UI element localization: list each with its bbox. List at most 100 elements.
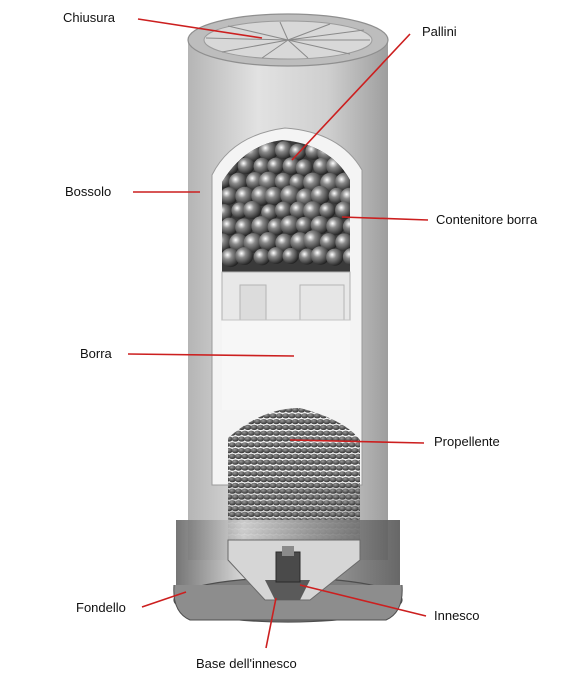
shot-pellet [238, 158, 255, 175]
powder-grain [292, 454, 299, 459]
powder-grain [320, 483, 327, 488]
powder-grain [232, 483, 239, 488]
powder-grain [229, 489, 236, 494]
powder-grain [273, 465, 280, 470]
powder-grain [276, 471, 283, 476]
powder-grain [235, 500, 242, 505]
powder-grain [257, 506, 264, 511]
powder-grain [292, 419, 299, 424]
powder-grain [342, 500, 349, 505]
shot-pellet [326, 217, 344, 235]
powder-grain [267, 477, 274, 482]
powder-grain [270, 460, 277, 465]
powder-grain [235, 477, 242, 482]
powder-grain [276, 506, 283, 511]
powder-grain [282, 425, 289, 430]
powder-grain [254, 512, 261, 517]
powder-grain [320, 471, 327, 476]
powder-grain [235, 489, 242, 494]
powder-grain [336, 477, 343, 482]
powder-grain [330, 465, 337, 470]
powder-grain [254, 431, 261, 436]
powder-grain [326, 448, 333, 453]
powder-grain [323, 489, 330, 494]
powder-grain [317, 454, 324, 459]
powder-grain [257, 448, 264, 453]
powder-grain [307, 425, 314, 430]
powder-grain [267, 500, 274, 505]
powder-grain [314, 448, 321, 453]
powder-grain [270, 436, 277, 441]
powder-grain [304, 431, 311, 436]
powder-grain [244, 483, 251, 488]
powder-grain [248, 442, 255, 447]
powder-grain [235, 454, 242, 459]
powder-grain [248, 431, 255, 436]
powder-grain [348, 454, 355, 459]
powder-grain [323, 477, 330, 482]
powder-grain [254, 477, 261, 482]
powder-grain [285, 431, 292, 436]
powder-grain [330, 454, 337, 459]
powder-grain [288, 494, 295, 499]
powder-grain [304, 512, 311, 517]
powder-grain [279, 500, 286, 505]
powder-grain [244, 506, 251, 511]
powder-grain [257, 494, 264, 499]
shot-pellet [235, 247, 253, 265]
powder-grain [298, 489, 305, 494]
powder-grain [326, 425, 333, 430]
powder-grain [270, 425, 277, 430]
powder-grain [248, 512, 255, 517]
powder-grain [348, 442, 355, 447]
powder-grain [276, 494, 283, 499]
powder-grain [339, 471, 346, 476]
powder-grain [317, 431, 324, 436]
powder-grain [276, 436, 283, 441]
powder-grain [267, 419, 274, 424]
powder-grain [241, 465, 248, 470]
powder-grain [238, 436, 245, 441]
powder-grain [263, 448, 270, 453]
powder-grain [241, 512, 248, 517]
powder-grain [248, 454, 255, 459]
powder-grain [235, 512, 242, 517]
powder-grain [235, 431, 242, 436]
powder-grain [333, 483, 340, 488]
powder-grain [244, 494, 251, 499]
powder-grain [232, 506, 239, 511]
powder-grain [342, 442, 349, 447]
powder-grain [276, 413, 283, 418]
powder-grain [248, 465, 255, 470]
powder-grain [279, 442, 286, 447]
powder-grain [298, 454, 305, 459]
powder-grain [260, 454, 267, 459]
powder-grain [279, 489, 286, 494]
powder-grain [282, 413, 289, 418]
powder-grain [267, 512, 274, 517]
powder-grain [351, 494, 358, 499]
powder-grain [351, 460, 358, 465]
powder-grain [292, 431, 299, 436]
powder-grain [267, 465, 274, 470]
powder-grain [342, 512, 349, 517]
powder-grain [285, 454, 292, 459]
powder-grain [282, 483, 289, 488]
powder-grain [348, 477, 355, 482]
powder-grain [330, 512, 337, 517]
powder-grain [282, 436, 289, 441]
powder-grain [292, 465, 299, 470]
powder-grain [333, 494, 340, 499]
powder-grain [273, 489, 280, 494]
powder-grain [348, 489, 355, 494]
powder-grain [298, 419, 305, 424]
powder-grain [323, 500, 330, 505]
label-chiusura: Chiusura [63, 10, 115, 26]
powder-grain [257, 483, 264, 488]
powder-grain [257, 460, 264, 465]
powder-grain [273, 512, 280, 517]
shot-pellet [326, 249, 343, 266]
label-pallini: Pallini [422, 24, 457, 40]
powder-grain [298, 465, 305, 470]
powder-grain [339, 483, 346, 488]
